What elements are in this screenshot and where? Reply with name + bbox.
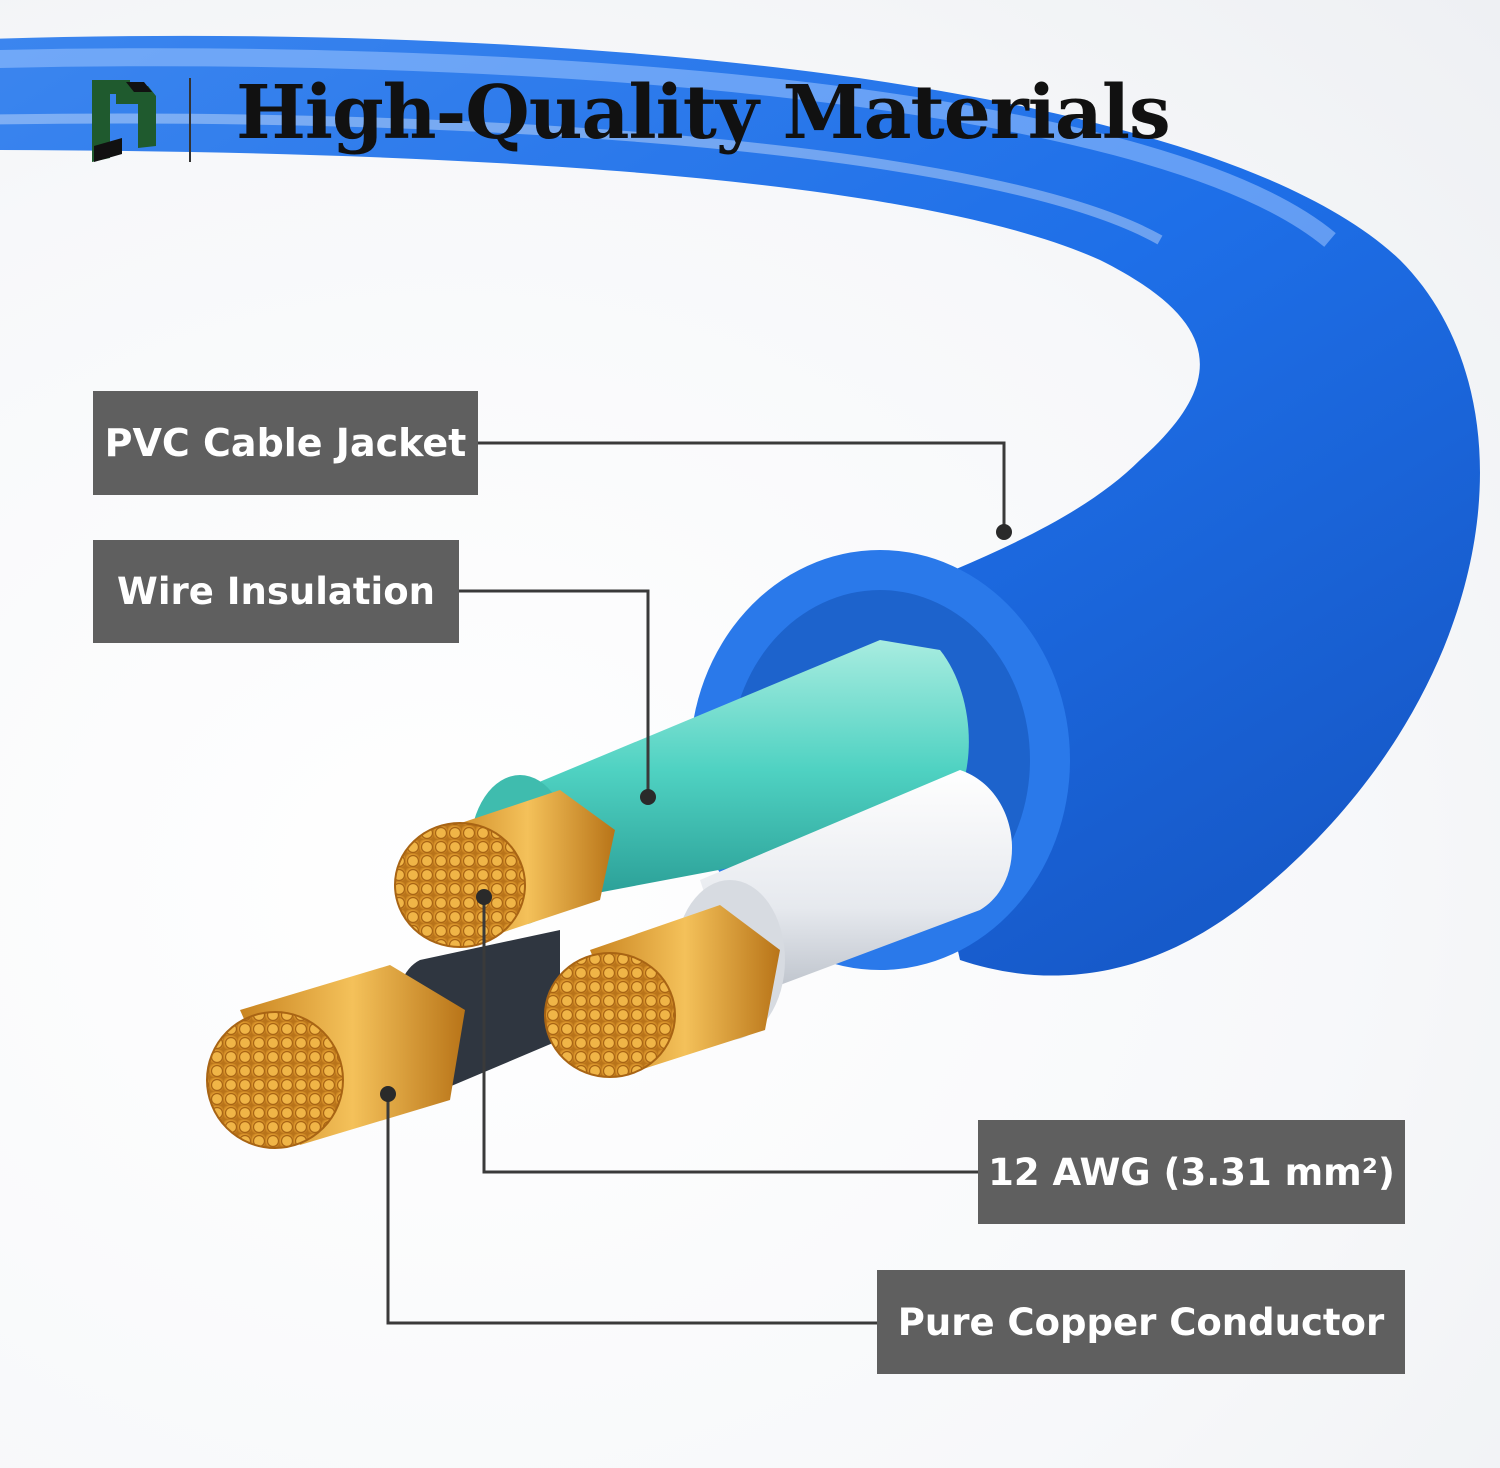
label-wire-insulation: Wire Insulation [93,540,459,643]
copper-conductor-top [394,822,526,948]
leader-lines [386,441,1006,1325]
title-divider [189,78,191,162]
label-pvc-cable-jacket: PVC Cable Jacket [93,391,478,495]
leader-dots [380,524,1012,1102]
brand-logo-icon [92,80,156,162]
copper-conductor-right [544,952,676,1078]
label-wire-gauge: 12 AWG (3.31 mm²) [978,1120,1405,1224]
label-pure-copper-conductor: Pure Copper Conductor [877,1270,1405,1374]
cable-body [0,35,1480,976]
page-title: High-Quality Materials [236,70,1171,156]
copper-conductor-left [206,1011,344,1149]
